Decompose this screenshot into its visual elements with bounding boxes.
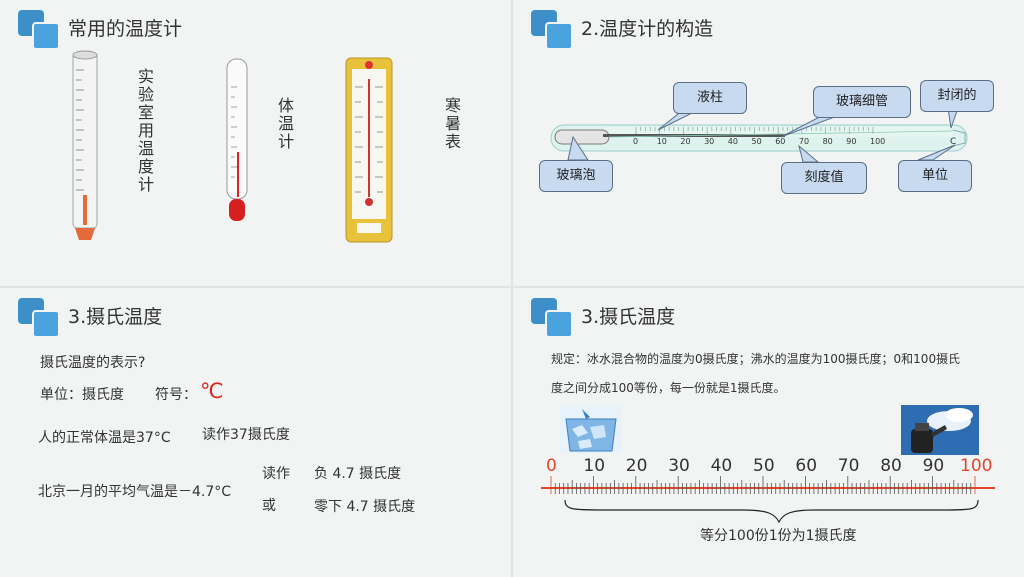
unit-line: 单位：摄氏度 <box>40 387 124 403</box>
beijing-temp: 北京一月的平均气温是－4.7°C <box>38 484 232 500</box>
structure-tick-label: 20 <box>680 137 691 146</box>
ice-water-image <box>560 405 622 453</box>
callout-glass-tube: 玻璃细管 <box>813 86 911 118</box>
body-thermometer-image <box>226 58 248 221</box>
structure-unit-symbol: C <box>950 137 957 147</box>
brace-caption: 等分100份1份为1摄氏度 <box>700 528 857 544</box>
callout-sealed: 封闭的 <box>920 80 994 112</box>
scale-number: 20 <box>625 456 648 476</box>
celsius-symbol: ℃ <box>200 379 224 403</box>
section-logo-icon <box>18 10 60 50</box>
panel-title: 2.温度计的构造 <box>581 18 714 40</box>
scale-number: 0 <box>546 456 557 476</box>
structure-tick-label: 0 <box>633 137 639 146</box>
structure-tick-label: 80 <box>822 137 833 146</box>
scale-number: 100 <box>960 456 993 476</box>
normal-temp: 人的正常体温是37°C <box>38 430 171 446</box>
structure-tick-label: 60 <box>775 137 786 146</box>
section-logo-icon <box>18 298 60 338</box>
panel-title: 3.摄氏温度 <box>581 306 676 328</box>
beijing-reading-below-zero: 零下 4.7 摄氏度 <box>314 499 416 515</box>
structure-tick-label: 10 <box>656 137 667 146</box>
lab-thermometer-image <box>72 50 98 240</box>
definition-line-1: 规定：冰水混合物的温度为0摄氏度；沸水的温度为100摄氏度；0和100摄氏 <box>551 352 961 366</box>
panel-celsius-definition: 3.摄氏温度 规定：冰水混合物的温度为0摄氏度；沸水的温度为100摄氏度；0和1… <box>513 288 1024 577</box>
normal-temp-reading: 读作37摄氏度 <box>202 427 290 443</box>
structure-tick-label: 40 <box>727 137 738 146</box>
scale-number: 90 <box>922 456 945 476</box>
structure-diagram <box>550 107 968 163</box>
callout-liquid: 液柱 <box>673 82 747 114</box>
wall-thermometer-image <box>345 57 393 243</box>
lab-thermometer-label: 实验室用温度计 <box>138 67 155 194</box>
symbol-label: 符号： <box>155 387 197 403</box>
scale-number: 30 <box>668 456 690 476</box>
callout-bulb: 玻璃泡 <box>539 160 613 192</box>
structure-tick-label: 50 <box>751 137 762 146</box>
panel-title: 常用的温度计 <box>68 18 183 40</box>
scale-number: 40 <box>710 456 733 476</box>
wall-thermometer-label: 寒暑表 <box>445 96 462 151</box>
beijing-reading-negative: 负 4.7 摄氏度 <box>314 466 402 482</box>
scale-number: 60 <box>795 456 818 476</box>
boiling-kettle-image <box>901 405 979 455</box>
panel-thermometer-structure: 2.温度计的构造 0 10 20 30 40 50 60 70 80 90 100 C <box>513 0 1024 286</box>
structure-tick-label: 30 <box>704 137 715 146</box>
scale-number: 80 <box>880 456 902 476</box>
panel-title: 3.摄氏温度 <box>68 306 163 328</box>
panel-celsius-representation: 3.摄氏温度 摄氏温度的表示? 单位：摄氏度 符号： ℃ 人的正常体温是37°C… <box>0 288 511 577</box>
read-as-label: 读作 <box>262 466 290 482</box>
section-logo-icon <box>531 10 573 50</box>
or-label: 或 <box>262 498 276 514</box>
scale-number: 50 <box>753 456 775 476</box>
celsius-scale <box>541 476 995 524</box>
structure-tick-label: 70 <box>798 137 810 146</box>
body-thermometer-label: 体温计 <box>278 96 295 151</box>
callout-scale: 刻度值 <box>781 162 867 194</box>
celsius-question: 摄氏温度的表示? <box>40 355 146 371</box>
definition-line-2: 度之间分成100等份，每一份就是1摄氏度。 <box>551 381 786 395</box>
section-logo-icon <box>531 298 573 338</box>
panel-common-thermometers: 常用的温度计 实验室用温度计 <box>0 0 511 286</box>
callout-unit: 单位 <box>898 160 972 192</box>
structure-tick-label: 90 <box>846 137 857 146</box>
scale-number: 70 <box>837 456 860 476</box>
scale-number: 10 <box>583 456 606 476</box>
structure-tick-label: 100 <box>870 137 886 146</box>
